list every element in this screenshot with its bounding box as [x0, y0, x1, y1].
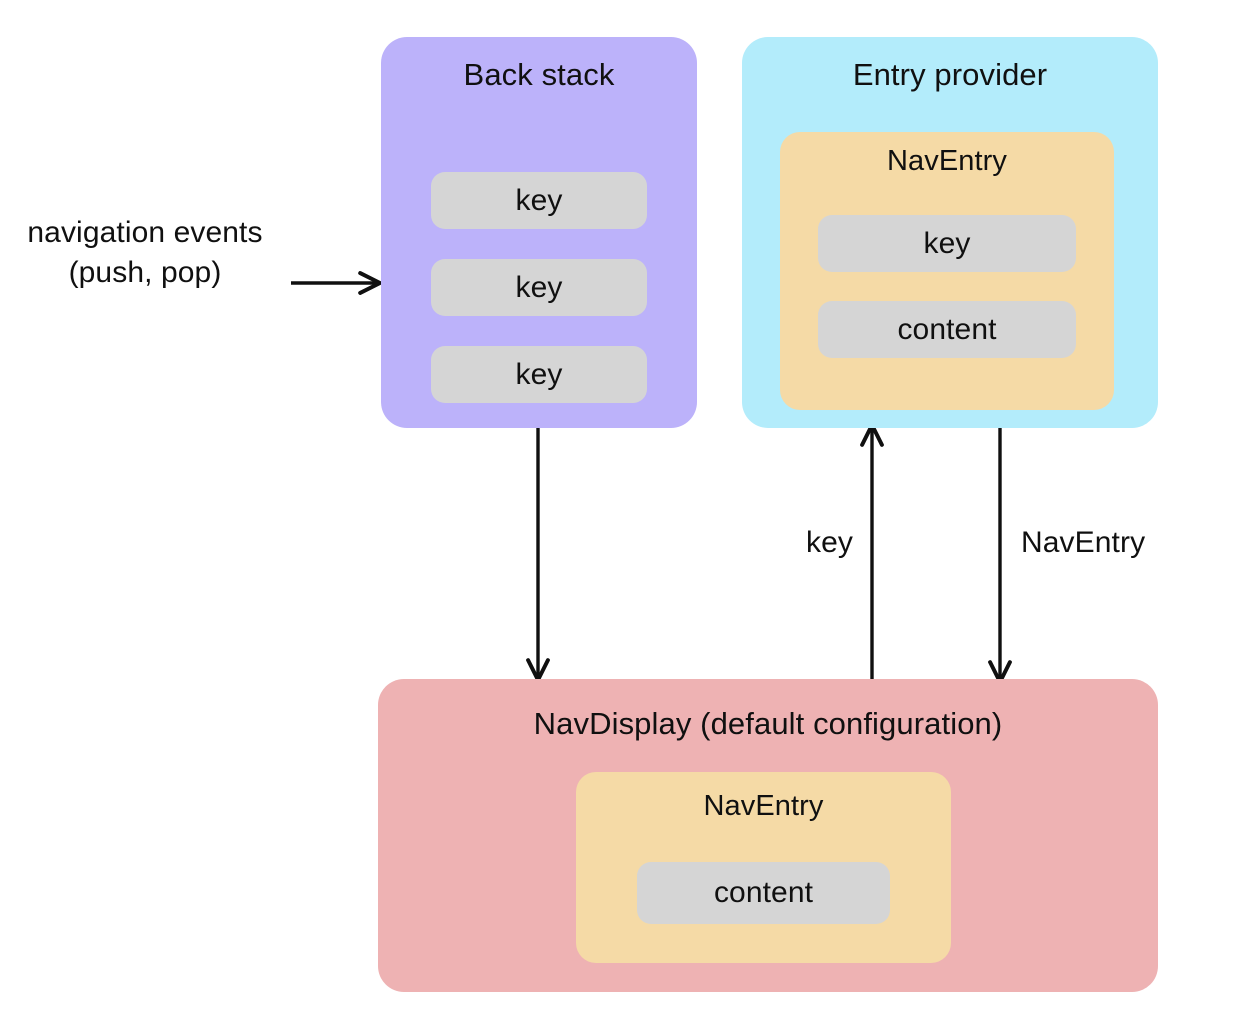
navigation-events-line-2: (push, pop)	[68, 255, 222, 289]
edge-label-naventry: NavEntry	[1021, 526, 1146, 559]
back-stack-title: Back stack	[463, 57, 615, 92]
nav-display-title: NavDisplay (default configuration)	[533, 706, 1003, 741]
entry-provider-nav-entry-key-slot[interactable]: key	[818, 215, 1076, 272]
entry-provider-nav-entry-title: NavEntry	[886, 145, 1008, 177]
navigation-events-label: navigation events (push, pop)	[6, 213, 284, 293]
back-stack-key-slot-3[interactable]: key	[431, 346, 647, 403]
back-stack-key-slot-1[interactable]: key	[431, 172, 647, 229]
back-stack-box[interactable]: Back stack key key key	[381, 37, 697, 428]
edge-label-key: key	[806, 526, 853, 559]
entry-provider-title: Entry provider	[852, 57, 1048, 92]
entry-provider-nav-entry-box[interactable]: NavEntry key content	[780, 132, 1114, 410]
back-stack-key-slot-2[interactable]: key	[431, 259, 647, 316]
nav-display-nav-entry-box[interactable]: NavEntry content	[576, 772, 951, 963]
nav-display-nav-entry-title: NavEntry	[703, 790, 824, 822]
entry-provider-nav-entry-content-slot[interactable]: content	[818, 301, 1076, 358]
navigation-events-line-1: navigation events	[27, 216, 263, 249]
nav-display-nav-entry-content-slot[interactable]: content	[637, 862, 890, 924]
